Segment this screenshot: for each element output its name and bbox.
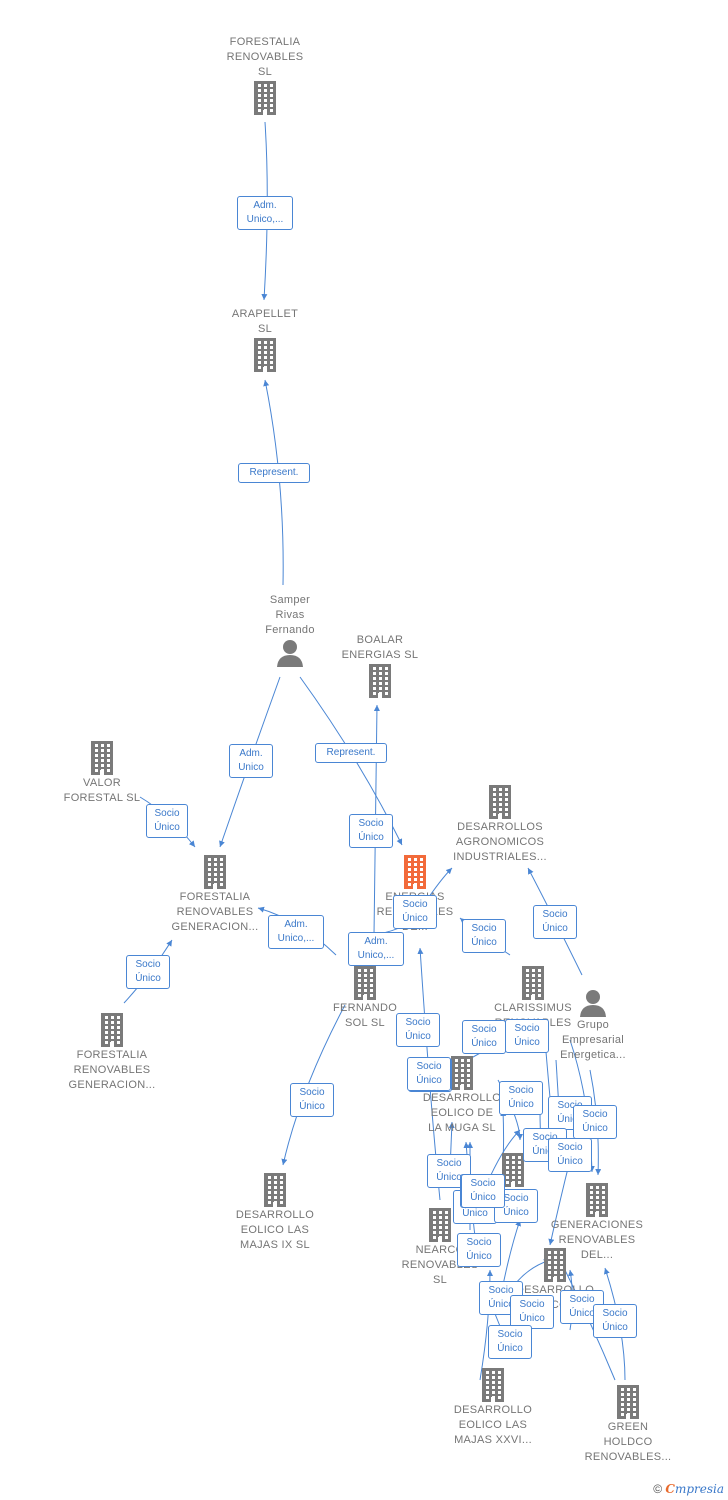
relation-label[interactable]: Adm. Unico,... (268, 915, 324, 949)
building-icon (482, 1368, 504, 1402)
relation-label[interactable]: Adm. Unico (229, 744, 273, 778)
node-label: DESARROLLOS AGRONOMICOS INDUSTRIALES... (453, 821, 547, 863)
relation-label[interactable]: Socio Único (593, 1304, 637, 1338)
node-label: DESARROLLO EOLICO LAS MAJAS XXVI... (453, 1404, 533, 1446)
relation-label[interactable]: Socio Único (479, 1281, 523, 1315)
company-node[interactable]: FORESTALIA RENOVABLES GENERACION... (47, 1012, 177, 1093)
relation-label[interactable]: Represent. (238, 463, 310, 483)
building-icon (369, 664, 391, 698)
node-label: FERNANDO SOL SL (332, 1002, 398, 1029)
building-icon (204, 855, 226, 889)
person-node[interactable]: Samper Rivas Fernando (225, 593, 355, 668)
relation-label[interactable]: Socio Único (505, 1019, 549, 1053)
relation-label[interactable]: Socio Único (462, 919, 506, 953)
node-label: FORESTALIA RENOVABLES GENERACION... (171, 891, 259, 933)
relation-label[interactable]: Socio Único (126, 955, 170, 989)
relation-label[interactable]: Socio Único (396, 1013, 440, 1047)
company-node[interactable]: VALOR FORESTAL SL (37, 740, 167, 806)
node-label: FORESTALIA RENOVABLES SL (226, 36, 304, 78)
building-icon (502, 1153, 524, 1187)
building-icon (91, 741, 113, 775)
person-icon (277, 640, 303, 667)
building-icon (489, 785, 511, 819)
company-node[interactable]: DESARROLLO EOLICO LAS MAJAS XXVI... (428, 1367, 558, 1448)
relation-label[interactable]: Socio Único (462, 1020, 506, 1054)
company-node[interactable]: GREEN HOLDCO RENOVABLES... (563, 1384, 693, 1465)
company-node[interactable]: FERNANDO SOL SL (300, 965, 430, 1031)
building-icon (429, 1208, 451, 1242)
company-node[interactable]: ARAPELLET SL (200, 307, 330, 373)
relation-label[interactable]: Socio Único (393, 895, 437, 929)
relation-label[interactable]: Socio Único (499, 1081, 543, 1115)
company-node[interactable]: BOALAR ENERGIAS SL (315, 633, 445, 699)
relation-label[interactable]: Socio Único (146, 804, 188, 838)
relation-label[interactable]: Adm. Unico,... (237, 196, 293, 230)
building-icon (254, 338, 276, 372)
relation-label[interactable]: Socio Único (457, 1233, 501, 1267)
node-label: ARAPELLET SL (231, 308, 299, 335)
building-icon (522, 966, 544, 1000)
company-node[interactable]: DESARROLLOS AGRONOMICOS INDUSTRIALES... (435, 784, 565, 865)
building-icon (544, 1248, 566, 1282)
footer-brand: © Cmpresia (653, 1482, 724, 1496)
node-label: DESARROLLO EOLICO LAS MAJAS IX SL (235, 1209, 315, 1251)
node-label: Grupo Empresarial Energetica... (560, 1019, 626, 1061)
building-icon (354, 966, 376, 1000)
relation-label[interactable]: Adm. Unico,... (348, 932, 404, 966)
node-label: BOALAR ENERGIAS SL (341, 634, 419, 661)
brand-logo[interactable]: Cmpresia (665, 1482, 724, 1496)
node-label: Samper Rivas Fernando (265, 594, 315, 636)
relation-label[interactable]: Socio Único (407, 1057, 451, 1091)
building-icon (101, 1013, 123, 1047)
relation-label[interactable]: Socio Único (548, 1138, 592, 1172)
node-label: DESARROLLO EOLICO DE LA MUGA SL (422, 1092, 502, 1134)
building-icon (254, 81, 276, 115)
node-label: VALOR FORESTAL SL (63, 777, 141, 804)
node-label: GENERACIONES RENOVABLES DEL... (550, 1219, 644, 1261)
relation-label[interactable]: Socio Único (488, 1325, 532, 1359)
relation-label[interactable]: Socio Único (461, 1174, 505, 1208)
building-icon (617, 1385, 639, 1419)
relation-edge (479, 1269, 493, 1381)
relation-label[interactable]: Socio Único (290, 1083, 334, 1117)
copyright-symbol: © (653, 1482, 663, 1496)
relation-label[interactable]: Socio Único (349, 814, 393, 848)
person-icon (580, 990, 606, 1017)
company-node[interactable] (448, 1152, 578, 1188)
node-label: FORESTALIA RENOVABLES GENERACION... (68, 1049, 156, 1091)
relation-label[interactable]: Socio Único (510, 1295, 554, 1329)
node-label: GREEN HOLDCO RENOVABLES... (584, 1421, 672, 1463)
company-node[interactable]: FORESTALIA RENOVABLES SL (200, 35, 330, 116)
company-node[interactable]: DESARROLLO EOLICO DE LA MUGA SL (397, 1055, 527, 1136)
building-icon (586, 1183, 608, 1217)
company-node[interactable]: GENERACIONES RENOVABLES DEL... (532, 1182, 662, 1263)
relation-label[interactable]: Represent. (315, 743, 387, 763)
company-node[interactable]: FORESTALIA RENOVABLES GENERACION... (150, 854, 280, 935)
relation-label[interactable]: Socio Único (573, 1105, 617, 1139)
building-icon (451, 1056, 473, 1090)
building-icon (404, 855, 426, 889)
building-icon (264, 1173, 286, 1207)
person-node[interactable]: Grupo Empresarial Energetica... (528, 988, 658, 1063)
relation-label[interactable]: Socio Único (533, 905, 577, 939)
company-node[interactable]: DESARROLLO EOLICO LAS MAJAS IX SL (210, 1172, 340, 1253)
